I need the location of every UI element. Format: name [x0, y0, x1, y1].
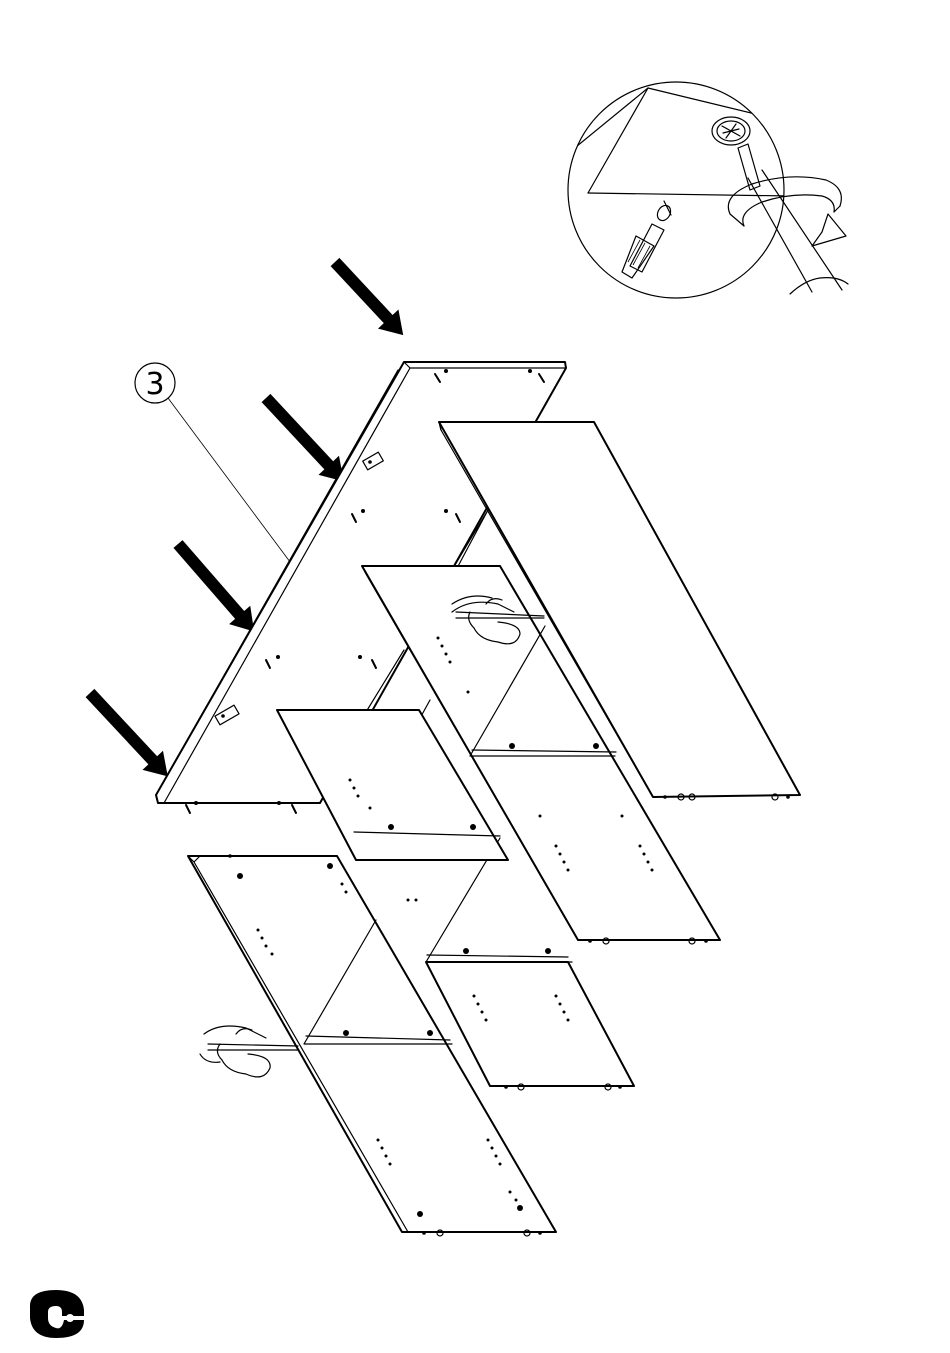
phillips-screw-icon — [712, 117, 750, 145]
push-arrow-4 — [80, 683, 178, 785]
push-arrow-3 — [167, 535, 264, 641]
screwdriver-icon — [622, 201, 673, 278]
push-arrow-1 — [325, 252, 414, 344]
part-callout-label: 3 — [145, 367, 164, 402]
detail-inset — [560, 82, 848, 298]
clockwise-rotation-icon — [728, 177, 846, 246]
part-callout: 3 — [135, 363, 304, 580]
brand-logo-icon — [30, 1290, 84, 1338]
hand-screwdriver-lower — [200, 1026, 298, 1077]
